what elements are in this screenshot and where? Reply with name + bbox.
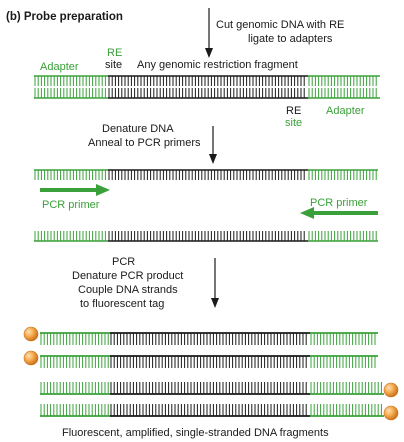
re-site-left-label-2: site (105, 59, 122, 71)
step3-line4: to fluorescent tag (80, 298, 164, 310)
step2-arrow-head (209, 154, 217, 164)
step2-line2: Anneal to PCR primers (88, 137, 201, 149)
fragment-label: Any genomic restriction fragment (137, 59, 298, 71)
step1-arrow-head (205, 48, 213, 58)
fluorescent-strands (23, 326, 399, 421)
double-stranded-dna-1 (34, 75, 380, 99)
step2-line1: Denature DNA (102, 123, 174, 135)
step1-line2: ligate to adapters (248, 33, 333, 45)
step3-line2: Denature PCR product (72, 270, 183, 282)
re-site-right-label-1: RE (286, 105, 301, 117)
pcr-primer-left (40, 184, 110, 196)
caption: Fluorescent, amplified, single-stranded … (62, 427, 329, 439)
adapter-right-label: Adapter (326, 105, 365, 117)
step3-line1: PCR (112, 256, 135, 268)
single-strand-bottom (34, 231, 378, 242)
panel-title: (b) Probe preparation (6, 11, 123, 23)
pcr-primer-right (300, 207, 378, 219)
fluorescent-tag (383, 382, 399, 398)
step3-line3: Couple DNA strands (78, 284, 178, 296)
adapter-left-label: Adapter (40, 61, 79, 73)
single-strand-top (34, 169, 378, 180)
step1-line1: Cut genomic DNA with RE (216, 19, 344, 31)
fluorescent-tag (383, 405, 399, 421)
re-site-right-label-2: site (285, 117, 302, 129)
pcr-primer-right-label: PCR primer (310, 197, 368, 209)
pcr-primer-left-label: PCR primer (42, 199, 100, 211)
step3-arrow-head (211, 298, 219, 308)
re-site-left-label-1: RE (107, 47, 122, 59)
fluorescent-tag (23, 326, 39, 342)
fluorescent-tag (23, 350, 39, 366)
